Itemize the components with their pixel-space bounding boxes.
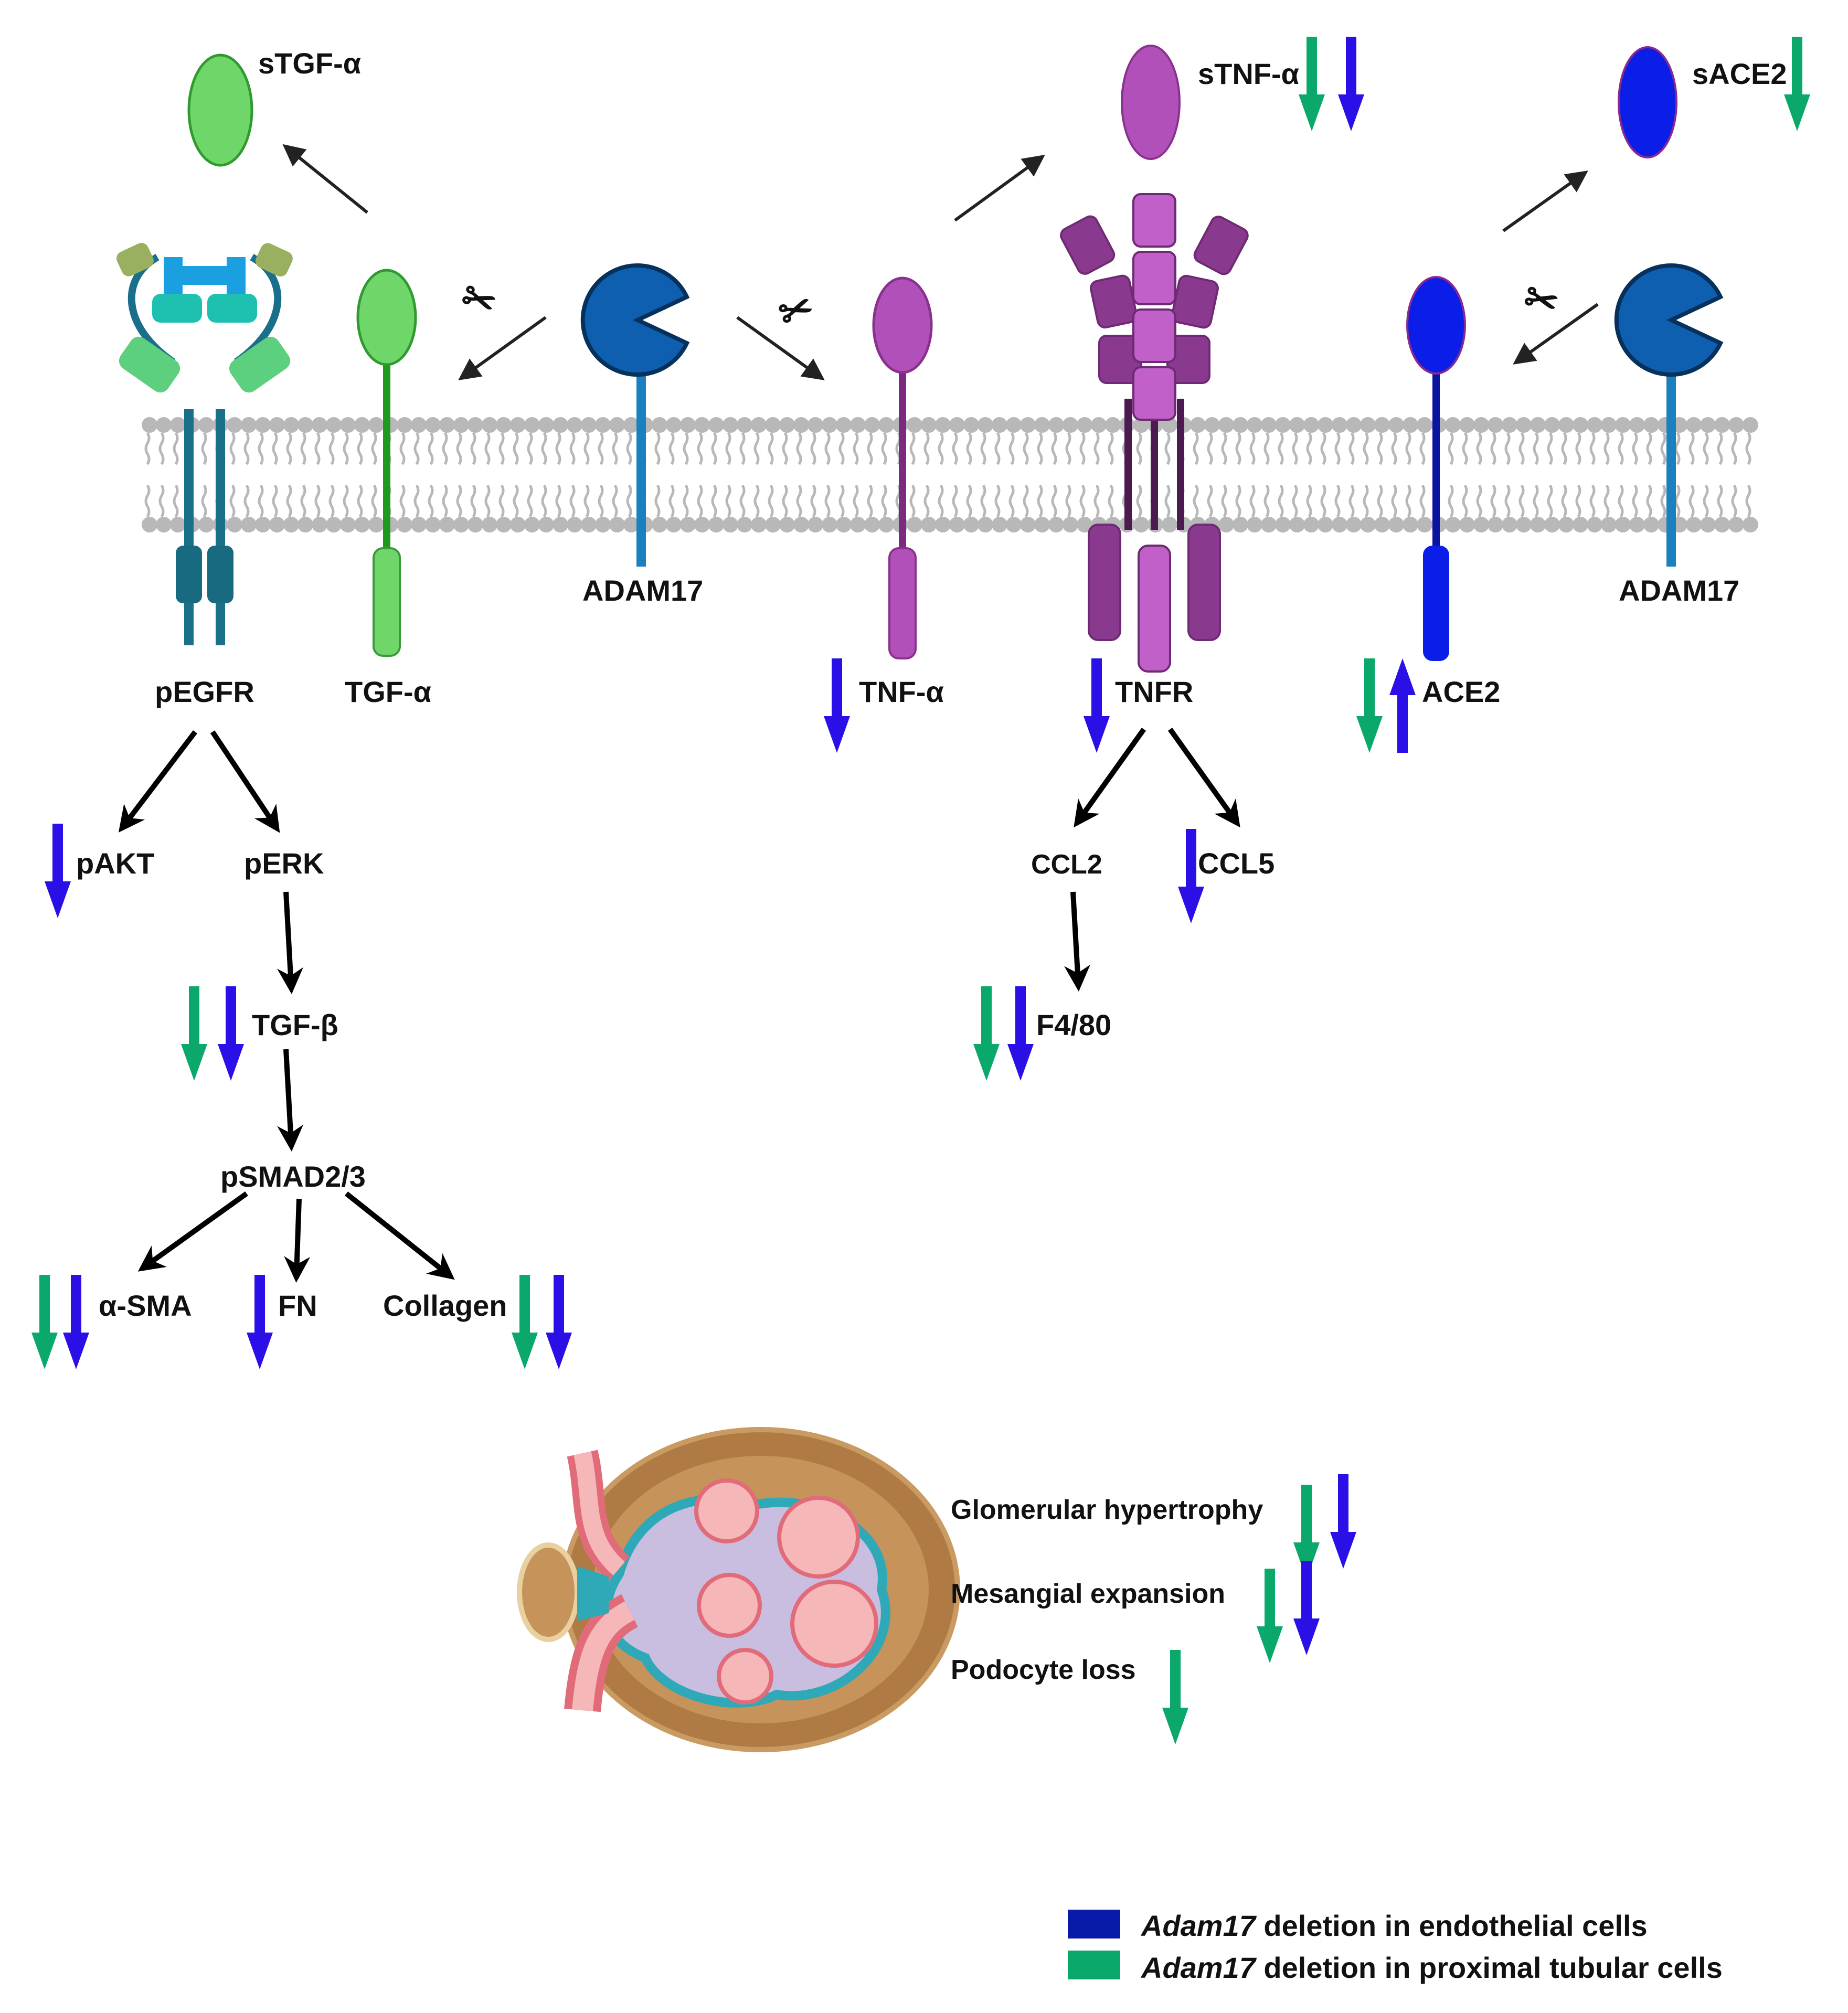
cleavage-arrows [282, 144, 1599, 380]
legend-text-proximal: deletion in proximal tubular cells [1256, 1951, 1723, 1984]
proximal-down-arrow [512, 1275, 538, 1369]
scissors-icon: ✂ [773, 284, 820, 337]
legend-swatch-proximal [1068, 1951, 1120, 1979]
label-alpha-sma: α-SMA [99, 1289, 192, 1322]
glomerulus-illustration [517, 1427, 960, 1752]
proximal-down-arrow [973, 986, 1000, 1081]
scissors-icon: ✂ [455, 273, 502, 327]
tnfr-receptor [1060, 193, 1249, 673]
proximal-down-arrow [181, 986, 207, 1081]
tgf-alpha-protein [356, 269, 417, 657]
label-psmad: pSMAD2/3 [220, 1160, 366, 1193]
endothelial-down-arrow [45, 824, 71, 918]
adam17-right [1617, 265, 1720, 567]
label-collagen: Collagen [383, 1289, 507, 1322]
endothelial-down-arrow [546, 1275, 572, 1369]
proximal-down-arrow [1299, 37, 1325, 131]
endothelial-down-arrow [1338, 37, 1364, 131]
soluble-ace2 [1618, 46, 1677, 158]
egfr-cascade-arrows [118, 730, 455, 1283]
label-fn: FN [278, 1289, 317, 1322]
soluble-tgf-alpha [187, 54, 253, 167]
endothelial-down-arrow [824, 658, 850, 753]
legend-text-endothelial: deletion in endothelial cells [1256, 1909, 1648, 1942]
endothelial-down-arrow [1084, 658, 1110, 753]
ace2-protein [1406, 276, 1466, 661]
soluble-tnf-alpha [1121, 45, 1181, 160]
label-ace2: ACE2 [1422, 675, 1500, 708]
label-stnf-alpha: sTNF-α [1198, 57, 1299, 90]
label-stgf-alpha: sTGF-α [258, 47, 361, 80]
legend: Adam17 deletion in endothelial cells Ada… [1068, 1909, 1723, 1984]
proximal-down-arrow [1257, 1569, 1283, 1663]
proximal-down-arrow [1356, 658, 1383, 753]
label-tnfr: TNFR [1115, 675, 1193, 708]
tnf-alpha-protein [872, 276, 933, 659]
endothelial-down-arrow [247, 1275, 273, 1369]
proximal-down-arrow [1162, 1650, 1188, 1744]
label-ccl2: CCL2 [1031, 849, 1102, 880]
label-tnf-alpha: TNF-α [859, 675, 944, 708]
endothelial-down-arrow [1007, 986, 1034, 1081]
label-ccl5: CCL5 [1198, 847, 1275, 880]
label-sace2: sACE2 [1692, 57, 1787, 90]
proximal-down-arrow [1784, 37, 1810, 131]
label-glomerular-hypertrophy: Glomerular hypertrophy [951, 1495, 1263, 1525]
label-adam17-right: ADAM17 [1619, 574, 1739, 607]
legend-swatch-endothelial [1068, 1910, 1120, 1939]
endothelial-down-arrow [1293, 1561, 1320, 1655]
label-tgf-beta: TGF-β [252, 1008, 338, 1041]
label-pakt: pAKT [76, 847, 154, 880]
legend-gene-endothelial: Adam17 [1140, 1909, 1257, 1942]
legend-label-endothelial: Adam17 deletion in endothelial cells [1140, 1909, 1648, 1942]
label-mesangial-expansion: Mesangial expansion [951, 1579, 1225, 1609]
endothelial-down-arrow [63, 1275, 89, 1369]
endothelial-down-arrow [218, 986, 244, 1081]
label-podocyte-loss: Podocyte loss [951, 1655, 1136, 1685]
tnfr-cascade-arrows [1064, 728, 1240, 992]
endothelial-down-arrow [1330, 1474, 1356, 1569]
label-pegfr: pEGFR [155, 675, 254, 708]
label-f480: F4/80 [1036, 1008, 1111, 1041]
endothelial-up-arrow [1389, 658, 1416, 753]
scissors-icon: ✂ [1519, 274, 1563, 326]
proximal-down-arrow [31, 1275, 58, 1369]
egfr-receptor [116, 243, 293, 645]
adam17-left [583, 265, 687, 567]
label-adam17-left: ADAM17 [582, 574, 703, 607]
label-tgf-alpha: TGF-α [345, 675, 431, 708]
legend-label-proximal: Adam17 deletion in proximal tubular cell… [1140, 1951, 1723, 1984]
legend-gene-proximal: Adam17 [1140, 1951, 1257, 1984]
label-perk: pERK [244, 847, 324, 880]
